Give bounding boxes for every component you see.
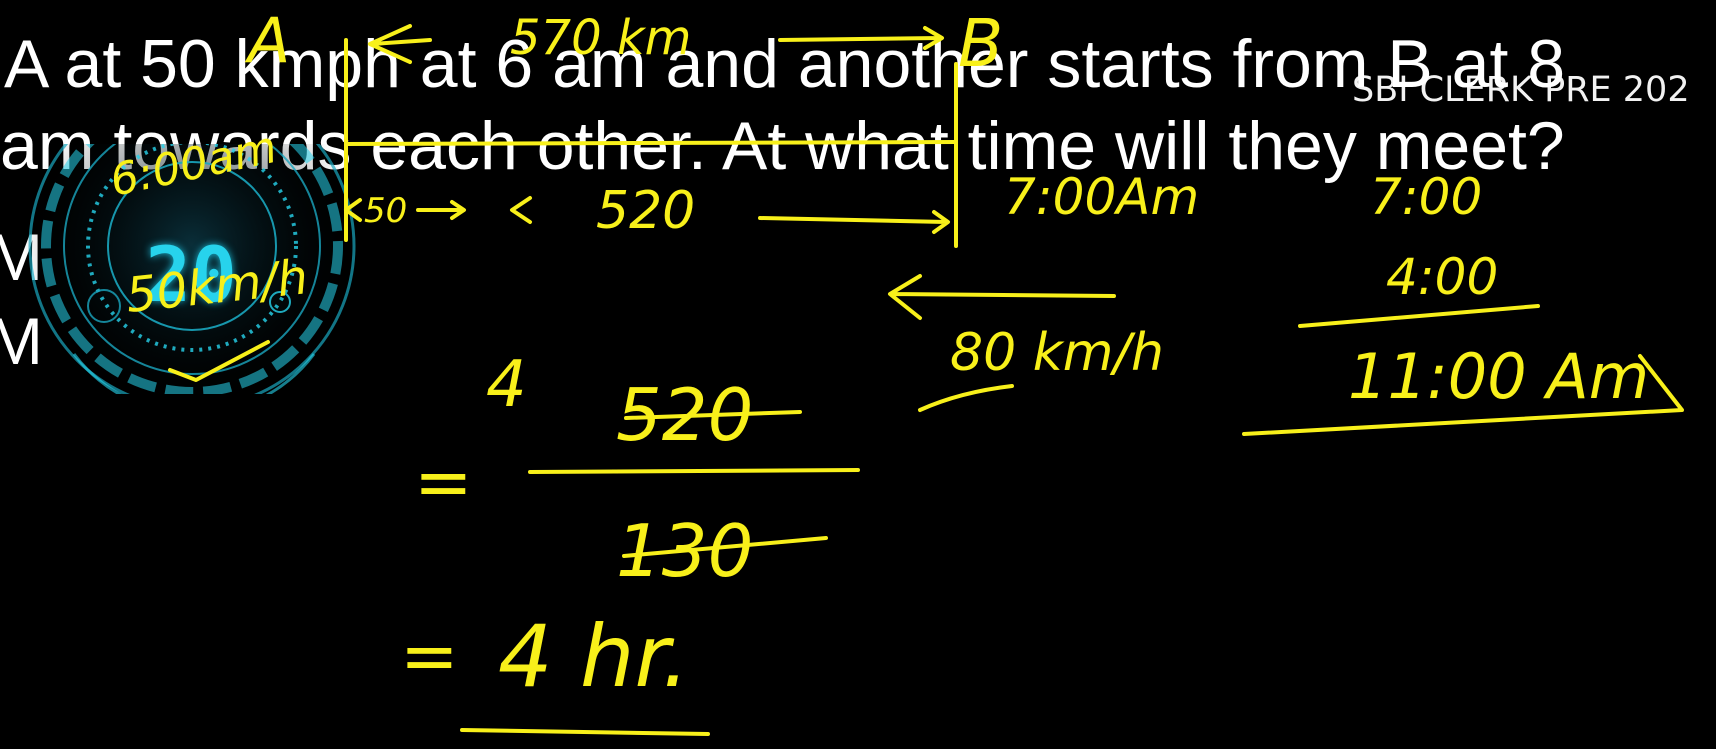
split-small-label: 50 bbox=[364, 191, 407, 231]
timer-count: 20 bbox=[145, 230, 237, 319]
fraction-bar bbox=[528, 468, 860, 474]
remaining-right-arrow-icon bbox=[758, 210, 950, 234]
numerator-strike bbox=[624, 410, 802, 420]
option-text-2: M bbox=[0, 304, 43, 378]
split-right-arrow-icon bbox=[416, 200, 466, 220]
arrow-right-icon bbox=[778, 26, 944, 50]
equals-2-label: = bbox=[400, 615, 459, 697]
arrow-left-b-icon bbox=[888, 274, 1116, 320]
sum-second-label: 4:00 bbox=[1386, 248, 1498, 306]
sum-first-label: 7:00 bbox=[1370, 168, 1482, 226]
result-label: 4 hr. bbox=[498, 607, 689, 707]
denominator-strike bbox=[622, 536, 828, 558]
quotient-label: 4 bbox=[486, 348, 527, 422]
speed-a-label: 50km/h bbox=[123, 249, 310, 324]
check-mark-icon bbox=[168, 340, 270, 382]
result-underline bbox=[460, 728, 710, 736]
arrow-left-icon bbox=[368, 24, 432, 64]
point-b-label: B bbox=[958, 5, 1003, 82]
equals-1-label: = bbox=[414, 441, 473, 523]
speed-b-label: 80 km/h bbox=[950, 323, 1164, 383]
speed-b-underline bbox=[918, 384, 1014, 412]
start-time-a-label: 6:00am bbox=[106, 122, 282, 207]
remaining-left-arrow-icon bbox=[510, 196, 532, 224]
total-distance-label: 570 km bbox=[510, 10, 691, 66]
exam-watermark: SBI CLERK PRE 202 bbox=[1352, 70, 1690, 110]
sum-result-label: 11:00 Am bbox=[1348, 340, 1649, 413]
route-line bbox=[344, 140, 958, 146]
split-left-arrow-icon bbox=[344, 198, 362, 222]
split-large-label: 520 bbox=[596, 181, 695, 241]
sum-result-box bbox=[1242, 354, 1684, 436]
sum-divider-line bbox=[1298, 304, 1540, 328]
point-a-label: A bbox=[244, 4, 290, 77]
time-7am-label: 7:00Am bbox=[1004, 168, 1199, 226]
